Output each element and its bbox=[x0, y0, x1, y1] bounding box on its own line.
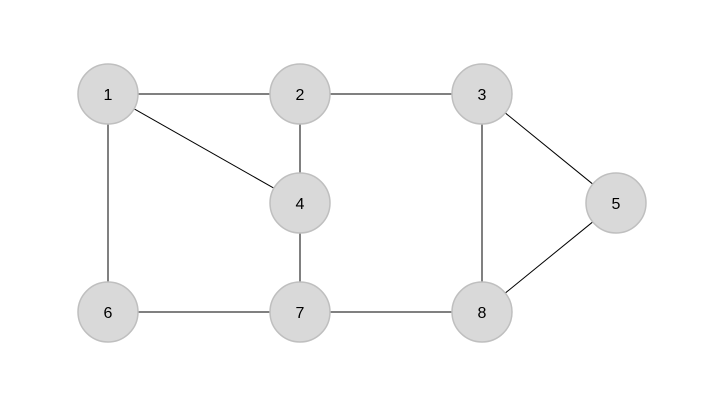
node-5: 5 bbox=[585, 172, 647, 234]
node-label: 4 bbox=[296, 196, 305, 213]
node-2: 2 bbox=[269, 63, 331, 125]
node-label: 8 bbox=[478, 305, 487, 322]
nodes-layer: 1 2 3 4 5 6 7 8 bbox=[77, 63, 647, 343]
node-label: 3 bbox=[478, 87, 487, 104]
node-6: 6 bbox=[77, 281, 139, 343]
node-circle bbox=[269, 281, 331, 343]
edges-layer bbox=[107, 93, 594, 313]
node-7: 7 bbox=[269, 281, 331, 343]
node-label: 6 bbox=[104, 305, 113, 322]
edge-8-5 bbox=[504, 221, 594, 294]
node-4: 4 bbox=[269, 172, 331, 234]
node-circle bbox=[269, 172, 331, 234]
node-1: 1 bbox=[77, 63, 139, 125]
node-label: 7 bbox=[296, 305, 305, 322]
node-label: 5 bbox=[612, 196, 621, 213]
node-circle bbox=[451, 63, 513, 125]
node-circle bbox=[77, 63, 139, 125]
node-label: 1 bbox=[104, 87, 113, 104]
edge-3-5 bbox=[504, 112, 594, 185]
node-circle bbox=[585, 172, 647, 234]
node-circle bbox=[269, 63, 331, 125]
edge-1-4 bbox=[133, 108, 275, 189]
node-label: 2 bbox=[296, 87, 305, 104]
node-circle bbox=[451, 281, 513, 343]
node-3: 3 bbox=[451, 63, 513, 125]
node-circle bbox=[77, 281, 139, 343]
node-8: 8 bbox=[451, 281, 513, 343]
